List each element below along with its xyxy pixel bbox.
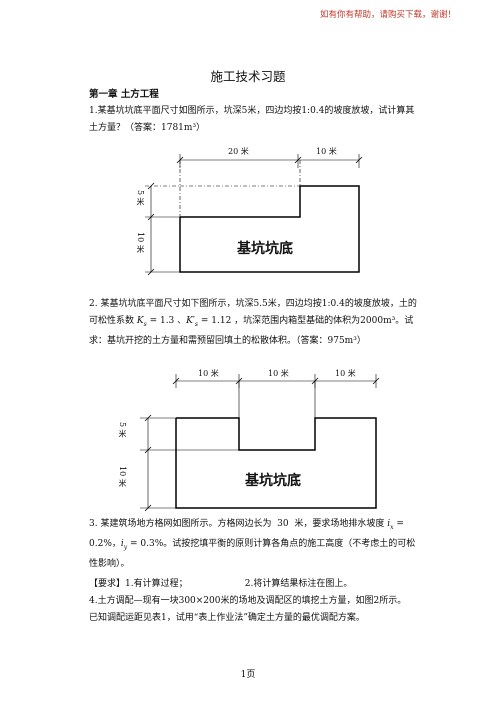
- pit-outline-2: [175, 417, 377, 509]
- question-1: 1.某基坑坑底平面尺寸如图所示，坑深5米，四边均按1:0.4的坡度放坡，试计算其…: [89, 106, 415, 133]
- header-note: 如有你有帮助，请购买下载，谢谢！: [319, 10, 456, 20]
- fig2-pit-label: 基坑坑底: [245, 473, 301, 489]
- fig1-pit-label: 基坑坑底: [237, 241, 293, 257]
- question-4-line-2: 已知调配运距见表1，试用“表上作业法”确定土方量的最优调配方案。: [89, 613, 365, 623]
- fig1-dim-top-right: 10 米: [316, 147, 337, 156]
- chapter-heading: 第一章 土方工程: [89, 89, 159, 100]
- pit-outline-1: [179, 185, 360, 273]
- fig1-dim-left-bottom: 10 米: [136, 232, 145, 253]
- fig2-dim-top-2: 10 米: [268, 369, 289, 378]
- figure-2: [140, 374, 380, 512]
- question-4-line-1: 4.土方调配—现有一块300×200米的场地及调配区的填挖土方量，如图2所示。: [89, 596, 407, 606]
- question-2: 2. 某基坑坑底平面尺寸如下图所示，坑深5.5米，四边均按1:0.4的坡度放坡，…: [89, 299, 417, 346]
- fig2-dim-left-bottom: 10 米: [118, 466, 127, 487]
- page-number: 1页: [240, 670, 256, 680]
- question-3: 3. 某建筑场地方格网如图所示。方格网边长为 30 米，要求场地排水坡度 ix …: [89, 519, 416, 569]
- page-title: 施工技术习题: [210, 69, 286, 84]
- fig2-dim-left-top: 5 米: [118, 422, 127, 438]
- fig1-dim-top-left: 20 米: [228, 147, 249, 156]
- figure-1: [145, 154, 363, 276]
- fig1-dim-left-top: 5 米: [136, 190, 145, 206]
- fig2-dim-top-3: 10 米: [335, 369, 356, 378]
- requirement: 【要求】1.有计算过程； 2.将计算结果标注在图上。: [89, 579, 353, 589]
- fig2-dim-top-1: 10 米: [198, 369, 219, 378]
